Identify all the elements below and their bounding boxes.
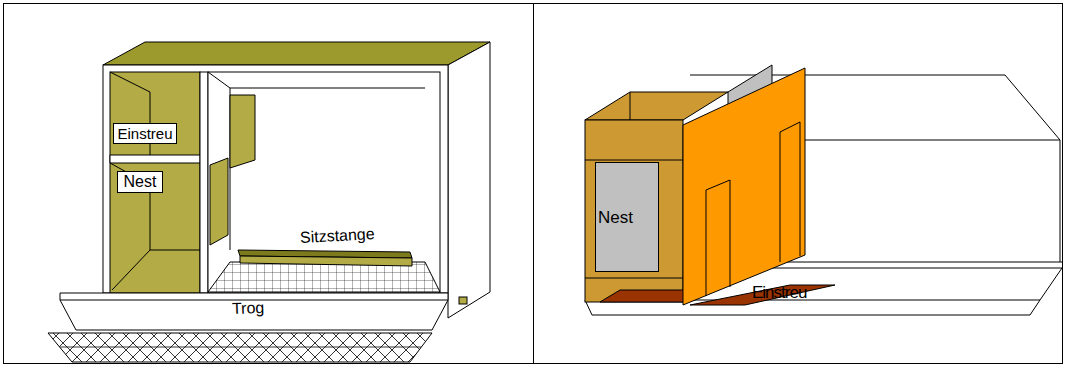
nest-panel: Nest — [595, 162, 659, 272]
nest-edge — [630, 92, 631, 120]
nest-edge — [585, 278, 683, 279]
cage-front-frame — [103, 65, 448, 293]
panel-frame — [534, 4, 1063, 364]
passage-door — [230, 95, 255, 168]
living-compartment — [208, 72, 440, 293]
side-latch — [459, 297, 467, 304]
part-label: Einstreu — [752, 283, 806, 303]
wire-floor — [208, 262, 440, 292]
nest-edge — [585, 160, 683, 161]
cage-side-wall — [448, 42, 490, 318]
compartment-edge — [110, 163, 200, 250]
egg-roll-grid — [48, 333, 432, 362]
compartment-edge — [208, 72, 425, 88]
partition-wall — [683, 68, 805, 305]
partition-door — [780, 122, 800, 262]
cage-divider — [200, 72, 208, 293]
node-text: Nest — [121, 173, 159, 191]
nest-front — [585, 120, 683, 302]
compartment-edge — [110, 72, 150, 160]
passage-door — [210, 158, 228, 245]
panel-frame — [4, 4, 534, 364]
part-label: Trog — [232, 299, 265, 318]
grid-line — [60, 347, 421, 348]
pen-outline — [805, 140, 1060, 141]
feed-trough — [60, 293, 448, 330]
compartment-edge — [112, 250, 150, 290]
compartment-shelf — [110, 155, 200, 163]
pen-outline — [1040, 268, 1062, 300]
cage-roof — [103, 42, 490, 65]
partition-door — [706, 180, 730, 296]
node-text: Nest — [598, 208, 656, 228]
node-text: Einstreu — [117, 125, 173, 142]
litter-label-box: Einstreu — [113, 123, 177, 144]
nest-label-box: Nest — [117, 171, 163, 193]
perch-bar — [240, 256, 412, 266]
nest-compartment — [110, 72, 200, 293]
